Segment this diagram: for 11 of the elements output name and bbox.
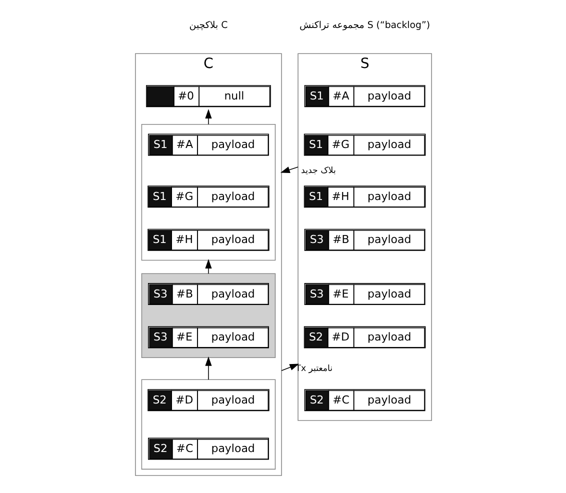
cluster	[140, 273, 276, 358]
edge-label: بلاک جدید	[300, 166, 336, 176]
cluster	[140, 379, 276, 470]
label: مجموعه تراکنش S (“backlog”)	[299, 20, 430, 31]
arrow	[204, 259, 212, 274]
cluster	[140, 124, 276, 261]
arrow	[280, 166, 298, 173]
arrow	[204, 109, 212, 125]
arrow	[280, 364, 299, 372]
label: بلاکچین C	[188, 20, 228, 31]
arrow	[204, 356, 212, 380]
